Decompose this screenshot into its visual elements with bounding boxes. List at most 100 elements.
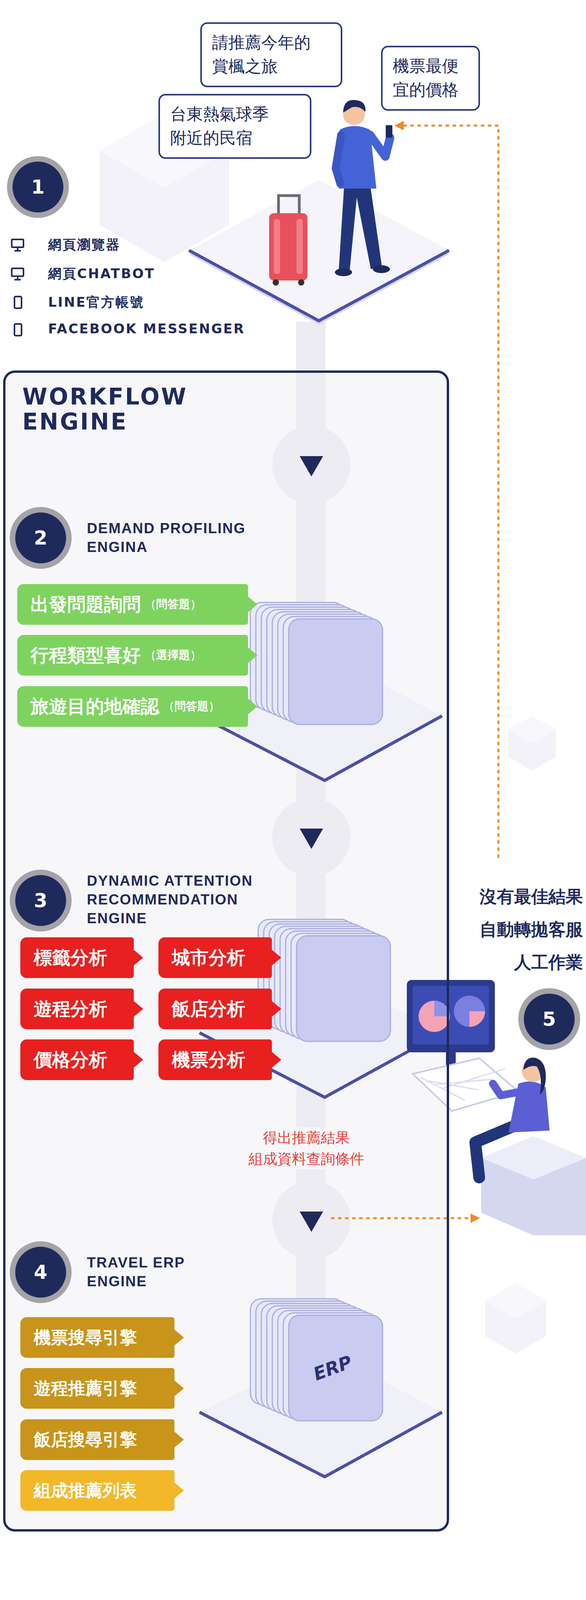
- node-subtext: （問答題）: [144, 596, 202, 613]
- traveler-platform: [188, 179, 450, 325]
- question-tag: 旅遊目的地確認（問答題）: [17, 686, 249, 727]
- service-agent: [412, 985, 489, 1045]
- traveler-figure: [370, 134, 391, 157]
- flow-step-arrow: [272, 1180, 351, 1260]
- callout-number: 4: [15, 1246, 67, 1298]
- node-text: 行程類型喜好: [30, 643, 141, 668]
- node-text: 機票分析: [171, 1047, 246, 1073]
- speech-bubble: 機票最便 宜的價格: [381, 45, 480, 111]
- analysis-tag: 城市分析: [158, 937, 272, 978]
- service-agent: [481, 1136, 586, 1180]
- node-text: 遊程分析: [33, 996, 108, 1022]
- node-text: WORKFLOW ENGINE: [22, 384, 211, 435]
- handoff-arrow: [330, 125, 499, 1219]
- traveler-figure: [343, 100, 366, 113]
- service-agent: [406, 979, 495, 1053]
- node-text: 4: [34, 1260, 48, 1284]
- traveler-figure: [372, 265, 391, 274]
- result-note: 得出推薦結果 組成資料查詢條件: [228, 1127, 385, 1170]
- service-agent: [475, 1126, 513, 1178]
- service-agent: [492, 1083, 523, 1096]
- service-agent: [481, 1136, 586, 1236]
- question-tag: 出發問題詢問（問答題）: [17, 584, 249, 625]
- service-agent: [406, 979, 586, 1236]
- traveler-figure: [334, 268, 353, 277]
- engine-stack: [288, 1315, 383, 1421]
- suitcase-illustration: [269, 213, 308, 281]
- node-text: 3: [34, 889, 48, 912]
- node-subtext: （問答題）: [163, 698, 220, 715]
- channel-label: FACEBOOK MESSENGER: [48, 320, 245, 337]
- engine-name: DEMAND PROFILING ENGINA: [86, 519, 275, 557]
- channel-icon: [16, 276, 19, 280]
- background-cube: [508, 715, 556, 771]
- service-agent: [420, 1077, 466, 1101]
- node-text: 城市分析: [171, 945, 246, 971]
- engine-stack: [288, 618, 383, 725]
- channel-icon: [14, 249, 21, 252]
- node-text: 2: [34, 526, 48, 550]
- flow-step-arrow: [272, 798, 351, 877]
- channel-icon: [11, 268, 24, 277]
- engine-tag: 遊程推薦引擎: [20, 1367, 175, 1409]
- node-text: 台東熱氣球季 附近的民宿: [170, 102, 300, 151]
- callout-number: 2: [15, 512, 67, 564]
- channel-icon: [14, 278, 21, 281]
- node-text: 飯店分析: [171, 996, 246, 1022]
- service-agent: [412, 1058, 519, 1111]
- channel-icon: [14, 296, 22, 309]
- node-text: 1: [31, 175, 45, 199]
- speech-bubble: 請推薦今年的 賞楓之旅: [200, 22, 343, 88]
- node-text: 請推薦今年的 賞楓之旅: [212, 30, 331, 79]
- channel-label: 網頁瀏覽器: [48, 235, 121, 254]
- speech-bubble: 台東熱氣球季 附近的民宿: [158, 93, 312, 159]
- engine-stack: [199, 1412, 443, 1477]
- channel-label: 網頁CHATBOT: [48, 264, 155, 283]
- engine-panel: WORKFLOW ENGINE2出發問題詢問（問答題）行程類型喜好（選擇題）旅遊…: [3, 370, 450, 1532]
- node-text: 旅遊目的地確認: [30, 694, 160, 720]
- analysis-tag: 機票分析: [158, 1039, 272, 1081]
- channel-icon: [11, 239, 24, 336]
- flow-step-arrow: [299, 1211, 324, 1232]
- question-tag: 行程類型喜好（選擇題）: [17, 634, 249, 676]
- traveler-figure: [385, 125, 393, 138]
- node-text: 5: [542, 1007, 557, 1031]
- engine-name: DYNAMIC ATTENTION RECOMMENDATION ENGINE: [86, 871, 291, 928]
- suitcase-illustration: [278, 195, 300, 215]
- callout-number: 1: [12, 161, 64, 213]
- analysis-tag: 價格分析: [20, 1039, 134, 1081]
- channel-icon: [16, 247, 19, 251]
- service-agent: [418, 1000, 450, 1032]
- node-text: 遊程推薦引擎: [33, 1376, 137, 1401]
- node-text: 標籤分析: [33, 945, 108, 971]
- service-agent: [453, 995, 486, 1027]
- traveler-platform: [188, 179, 450, 321]
- service-agent: [469, 1011, 486, 1027]
- suitcase-illustration: [298, 279, 305, 286]
- node-text: 出發問題詢問: [30, 592, 141, 617]
- node-text: 組成推薦列表: [33, 1479, 137, 1503]
- suitcase-illustration: [273, 219, 281, 274]
- result-tag: 組成推薦列表: [20, 1470, 175, 1511]
- background-cube: [508, 715, 556, 744]
- traveler-figure: [338, 183, 382, 270]
- node-text: 機票搜尋引擎: [33, 1326, 137, 1350]
- node-text: 機票最便 宜的價格: [392, 54, 469, 103]
- handoff-arrowhead: [394, 120, 480, 1223]
- analysis-tag: 標籤分析: [20, 937, 134, 978]
- handoff-arrow: [403, 125, 499, 858]
- channel-label: LINE官方帳號: [48, 293, 145, 312]
- node-subtext: （選擇題）: [144, 647, 202, 664]
- suitcase-illustration: [272, 279, 279, 286]
- flow-step-arrow: [272, 425, 351, 504]
- engine-stack: [296, 935, 391, 1042]
- callout-number: 5: [523, 993, 575, 1045]
- handoff-note: 沒有最佳結果 自動轉拋客服 人工作業: [449, 880, 583, 979]
- flow-step-arrow: [299, 456, 324, 477]
- panel-ground: [3, 370, 450, 1532]
- suitcase-illustration: [296, 219, 303, 274]
- callout-number: 3: [15, 875, 67, 926]
- channel-icon: [14, 323, 22, 336]
- engine-tag: 飯店搜尋引擎: [20, 1419, 175, 1460]
